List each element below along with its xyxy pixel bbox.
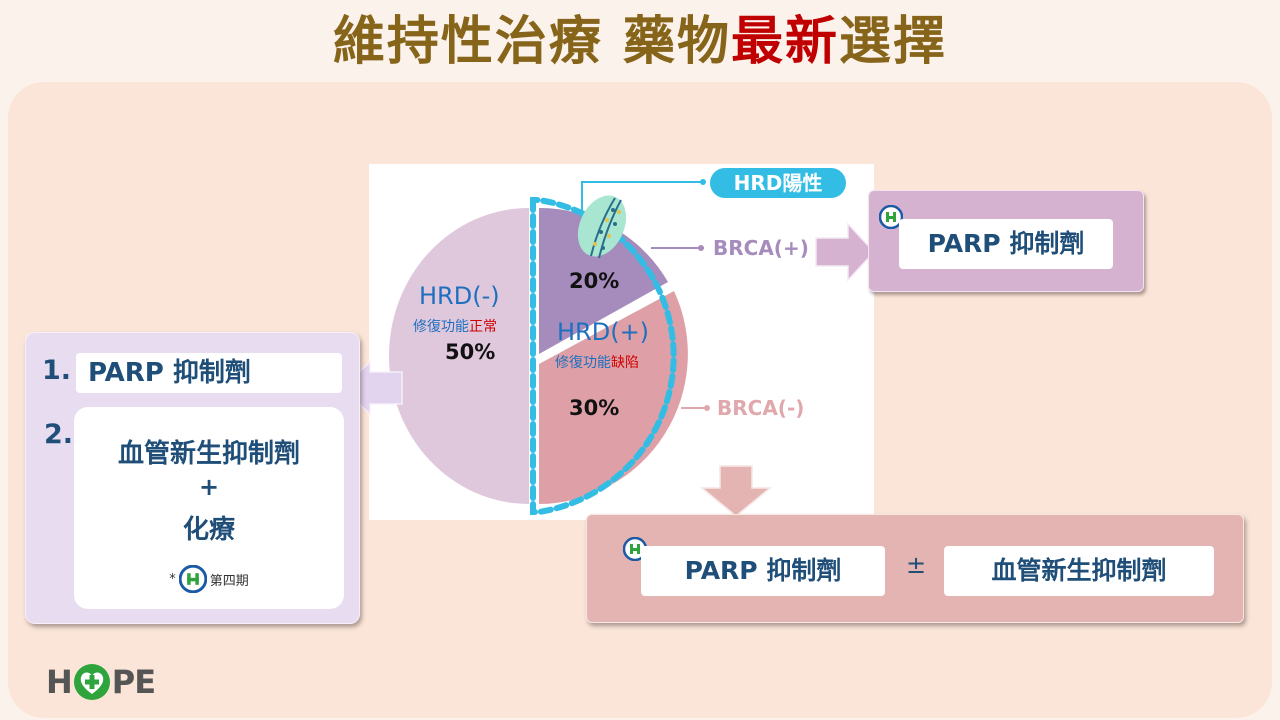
hrd-positive-badge-bg [710, 168, 846, 198]
bottom-angiogenesis-pill: 血管新生抑制劑 [944, 546, 1214, 596]
hrd-badge-connector [581, 181, 703, 226]
hrd-pie-figure: HRD陽性 HRD(-) 修復功能正常 50% 20% HRD(+) 修復功能缺… [369, 164, 874, 520]
footnote-text: 第四期 [209, 573, 249, 589]
brca-negative-treatment-box: PARP 抑制劑 ± 血管新生抑制劑 [586, 514, 1244, 623]
title-highlight: 最新 [731, 12, 840, 72]
item-2-number: 2. [44, 419, 74, 450]
hrd-negative-label: HRD(-) [419, 282, 500, 310]
hrd-negative-subtitle: 修復功能正常 [413, 316, 497, 336]
footnote: * 第四期 [74, 565, 344, 593]
item-2-combo-card: 血管新生抑制劑 + 化療 * 第四期 [74, 407, 344, 609]
bottom-parp-pill: PARP 抑制劑 [641, 546, 885, 596]
hope-letter-e: E [134, 663, 156, 701]
pie-slice-brca-negative [539, 291, 688, 504]
hrd-positive-sub-b: 缺陷 [611, 355, 639, 371]
hrd-positive-sub-a: 修復功能 [555, 355, 611, 371]
hope-letter-p: P [111, 663, 135, 701]
title-part-3: 選擇 [839, 12, 948, 72]
pie-slice-brca-positive [539, 207, 668, 354]
hrd-positive-subtitle: 修復功能缺陷 [555, 352, 639, 372]
hrd-negative-sub-a: 修復功能 [413, 319, 469, 335]
hrd-positive-label: HRD(+) [557, 318, 650, 346]
hope-logo: H P E [46, 662, 156, 702]
item-2-line-3: 化療 [182, 515, 235, 545]
hrd-negative-treatment-box: 1. PARP 抑制劑 2. 血管新生抑制劑 + 化療 * 第四期 [25, 332, 360, 624]
nhi-logo-icon [879, 205, 903, 229]
pie-svg [389, 168, 846, 515]
brca-neg-dot [704, 405, 710, 411]
plus-minus-operator: ± [905, 551, 927, 579]
item-2-line-1: 血管新生抑制劑 [117, 439, 300, 469]
connector-dot [700, 179, 706, 185]
parp-inhibitor-pill: PARP 抑制劑 [899, 219, 1113, 269]
hrd-negative-sub-b: 正常 [469, 319, 497, 335]
brca-positive-treatment-box: PARP 抑制劑 [868, 190, 1144, 292]
brca-pos-dot [698, 245, 704, 251]
item-1-parp-pill: PARP 抑制劑 [76, 353, 342, 393]
brca-negative-percent: 30% [569, 396, 620, 420]
arrow-right-icon [815, 222, 876, 282]
hrd-badge-text: HRD陽性 [733, 171, 823, 195]
title-part-1: 維持性治療 藥物 [332, 12, 732, 72]
hope-letter-h: H [46, 663, 73, 701]
heart-plus-icon [73, 664, 110, 700]
pie-slice-hrd-negative [389, 208, 529, 504]
item-1-number: 1. [42, 355, 72, 386]
nhi-logo-icon [178, 565, 207, 593]
brca-positive-label: BRCA(+) [713, 236, 809, 260]
brca-positive-percent: 20% [569, 269, 620, 293]
item-2-line-2: + [198, 473, 220, 501]
arrow-down-icon [700, 465, 772, 517]
footnote-star: * [169, 571, 176, 587]
brca-negative-label: BRCA(-) [717, 396, 805, 420]
slide-title: 維持性治療 藥物最新選擇 [0, 4, 1280, 80]
hrd-negative-percent: 50% [445, 340, 496, 364]
dna-icon [577, 195, 627, 259]
